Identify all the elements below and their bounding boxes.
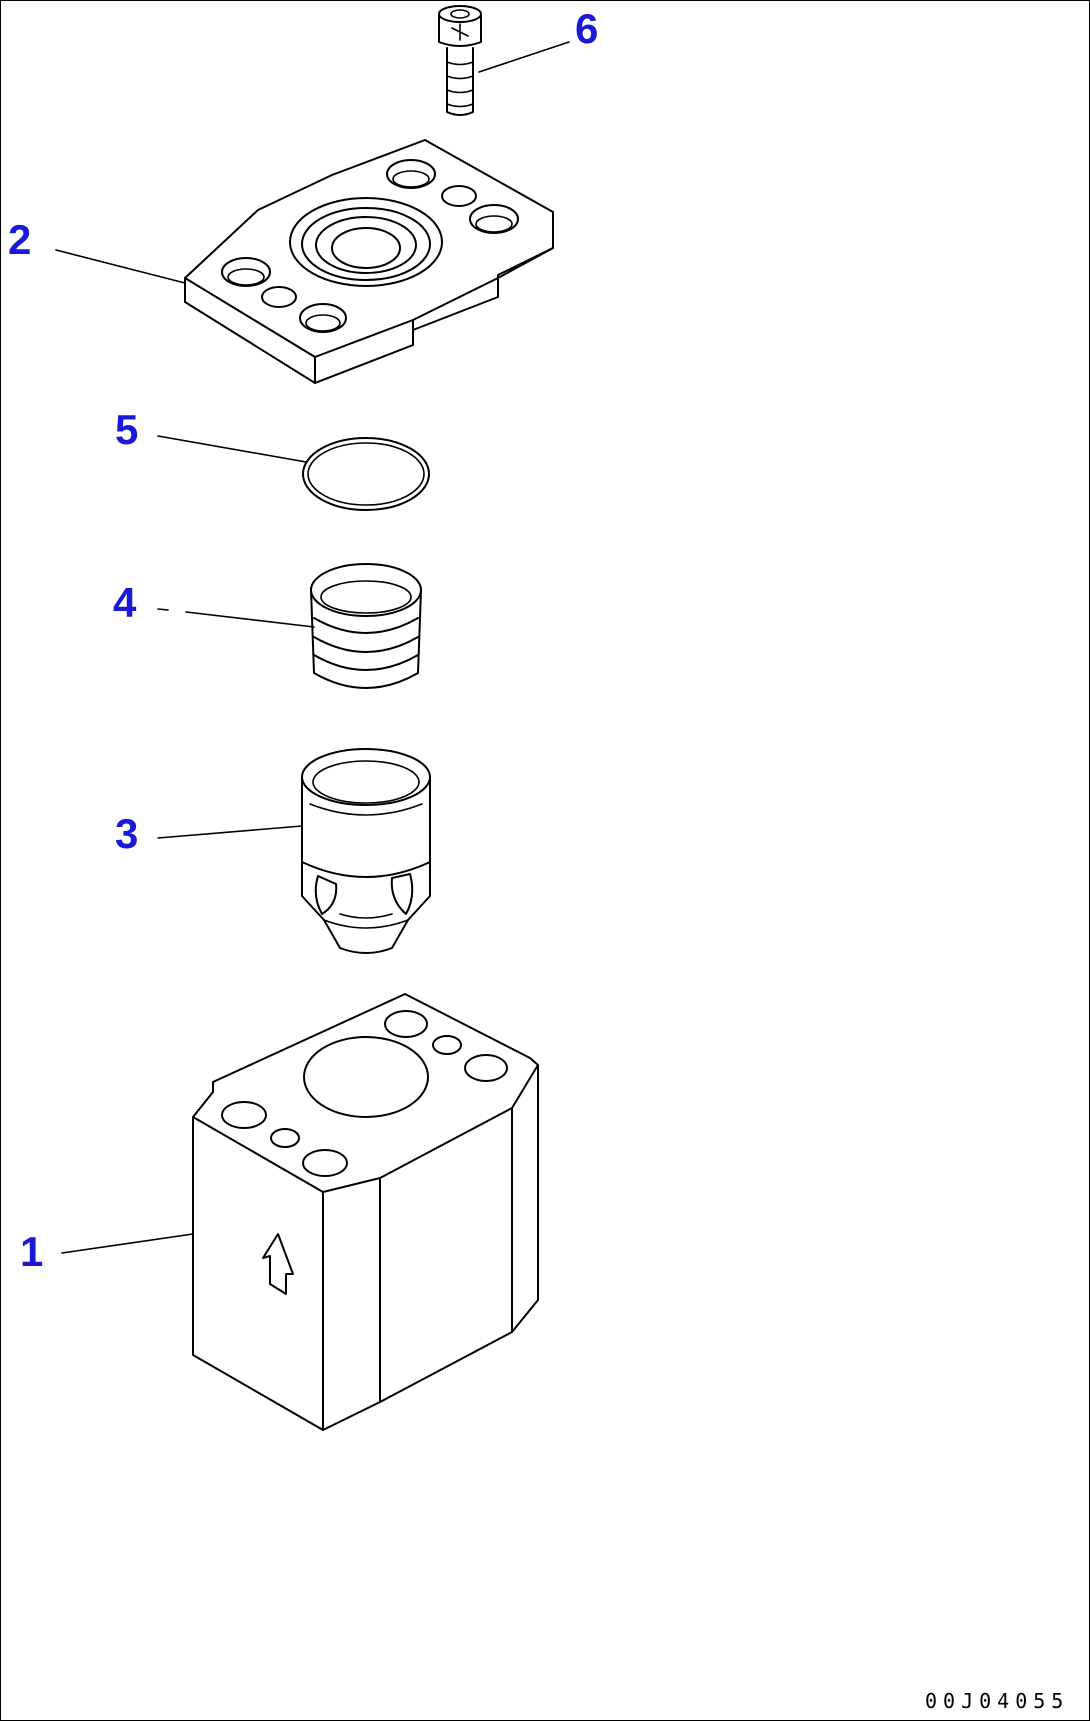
callout-5: 5 [115,406,138,453]
callout-2: 2 [8,216,31,263]
part-5-o-ring[interactable] [302,437,430,511]
document-id: 00J04055 [925,1689,1069,1713]
callout-3: 3 [115,810,138,857]
callout-4: 4 [113,579,137,626]
part-6-bolt[interactable] [438,5,482,116]
callout-labels: 1 2 3 4 5 6 [8,5,598,1275]
leader-lines [55,41,570,1254]
callout-1: 1 [20,1228,43,1275]
part-4-spring[interactable] [310,563,422,689]
flow-arrow-icon [262,1233,294,1295]
part-3-valve-spool[interactable] [301,748,431,954]
part-2-cover-plate[interactable] [184,139,554,384]
part-1-valve-body[interactable] [192,993,539,1431]
callout-6: 6 [575,5,598,52]
